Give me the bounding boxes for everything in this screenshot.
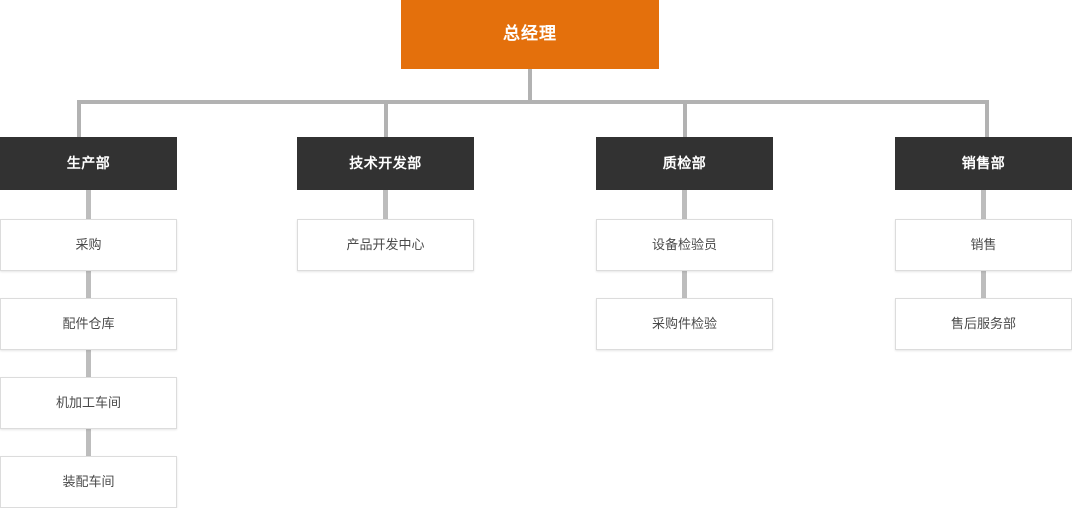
connector-production-4 xyxy=(86,428,91,457)
connector-production-3 xyxy=(86,349,91,378)
node-department-technical[interactable]: 技术开发部 xyxy=(297,137,474,190)
node-department-quality[interactable]: 质检部 xyxy=(596,137,773,190)
connector-root-down xyxy=(528,69,532,104)
node-machining-workshop[interactable]: 机加工车间 xyxy=(0,377,177,429)
node-department-sales[interactable]: 销售部 xyxy=(895,137,1072,190)
node-equipment-inspector[interactable]: 设备检验员 xyxy=(596,219,773,271)
connector-production-2 xyxy=(86,270,91,299)
connector-drop-technical xyxy=(384,100,388,137)
node-general-manager[interactable]: 总经理 xyxy=(401,0,659,69)
connector-quality-1 xyxy=(682,190,687,220)
node-department-production[interactable]: 生产部 xyxy=(0,137,177,190)
connector-technical-1 xyxy=(383,190,388,220)
connector-sales-2 xyxy=(981,270,986,299)
node-assembly-workshop[interactable]: 装配车间 xyxy=(0,456,177,508)
connector-production-1 xyxy=(86,190,91,220)
connector-bus xyxy=(77,100,989,104)
connector-drop-sales xyxy=(985,100,989,137)
node-procurement[interactable]: 采购 xyxy=(0,219,177,271)
connector-quality-2 xyxy=(682,270,687,299)
node-purchased-parts-inspection[interactable]: 采购件检验 xyxy=(596,298,773,350)
connector-drop-quality xyxy=(683,100,687,137)
node-parts-warehouse[interactable]: 配件仓库 xyxy=(0,298,177,350)
connector-sales-1 xyxy=(981,190,986,220)
connector-drop-production xyxy=(77,100,81,137)
node-sales[interactable]: 销售 xyxy=(895,219,1072,271)
node-after-sales-service[interactable]: 售后服务部 xyxy=(895,298,1072,350)
node-product-development-center[interactable]: 产品开发中心 xyxy=(297,219,474,271)
